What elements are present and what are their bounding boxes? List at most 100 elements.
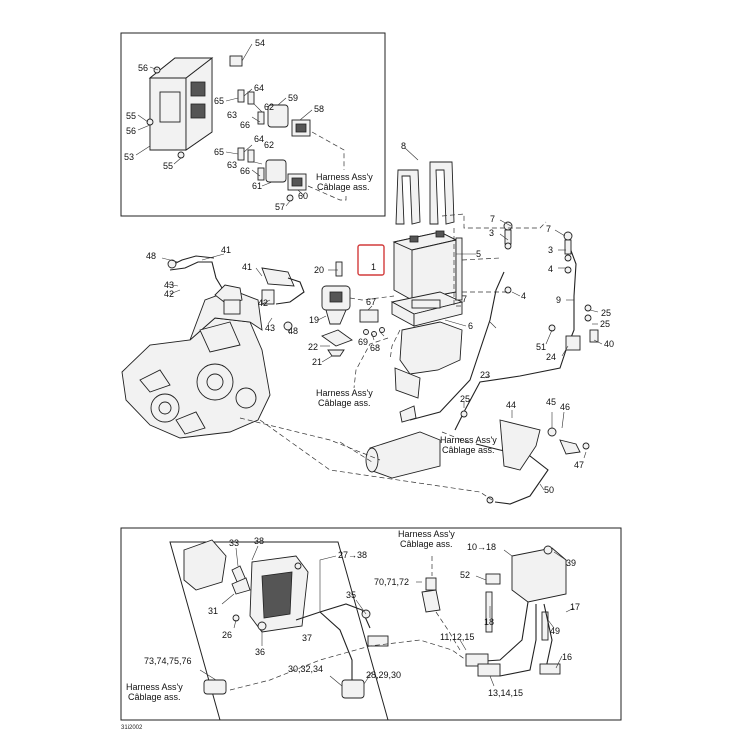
callout-51: 51 bbox=[536, 342, 546, 352]
callout-42-a: 42 bbox=[164, 289, 174, 299]
callout-70-71-72: 70,71,72 bbox=[374, 577, 409, 587]
callout-58: 58 bbox=[314, 104, 324, 114]
callout-68: 68 bbox=[370, 343, 380, 353]
callout-48-a: 48 bbox=[146, 251, 156, 261]
harness-note-5-fr: Câblage ass. bbox=[128, 692, 181, 702]
callout-53: 53 bbox=[124, 152, 134, 162]
callout-66-a: 66 bbox=[240, 120, 250, 130]
callout-21: 21 bbox=[312, 357, 322, 367]
callout-64-a: 64 bbox=[254, 83, 264, 93]
callout-17: 17 bbox=[570, 602, 580, 612]
harness-note-2-fr: Câblage ass. bbox=[318, 398, 371, 408]
callout-16: 16 bbox=[562, 652, 572, 662]
callout-3-a: 3 bbox=[489, 228, 494, 238]
callout-40: 40 bbox=[604, 339, 614, 349]
harness-note-4-en: Harness Ass'y bbox=[398, 529, 455, 539]
bottom-inset-parts bbox=[169, 539, 567, 721]
callout-63-b: 63 bbox=[227, 160, 237, 170]
callout-25-a: 25 bbox=[601, 308, 611, 318]
harness-note-1-en: Harness Ass'y bbox=[316, 172, 373, 182]
callout-65-b: 65 bbox=[214, 147, 224, 157]
callout-20: 20 bbox=[314, 265, 324, 275]
callout-9: 9 bbox=[556, 295, 561, 305]
ignition-coil-area bbox=[167, 259, 305, 331]
callout-37: 37 bbox=[302, 633, 312, 643]
callout-26: 26 bbox=[222, 630, 232, 640]
callout-33: 33 bbox=[229, 538, 239, 548]
harness-note-4-fr: Câblage ass. bbox=[400, 539, 453, 549]
battery-cables bbox=[409, 221, 599, 505]
harness-note-5-en: Harness Ass'y bbox=[126, 682, 183, 692]
callout-30-32-34: 30,32,34 bbox=[288, 664, 323, 674]
callout-31: 31 bbox=[208, 606, 218, 616]
callout-6: 6 bbox=[468, 321, 473, 331]
drawing-code: 31i2002 bbox=[121, 725, 143, 731]
callout-61: 61 bbox=[252, 181, 262, 191]
callout-4-a: 4 bbox=[521, 291, 526, 301]
callout-18: 18 bbox=[484, 617, 494, 627]
callout-65-a: 65 bbox=[214, 96, 224, 106]
harness-note-3-en: Harness Ass'y bbox=[440, 435, 497, 445]
callout-24: 24 bbox=[546, 352, 556, 362]
callout-41-b: 41 bbox=[242, 262, 252, 272]
harness-note-1-fr: Câblage ass. bbox=[317, 182, 370, 192]
starter-motor bbox=[365, 405, 590, 504]
callout-38: 38 bbox=[254, 536, 264, 546]
fuse-box-inset-frame bbox=[120, 32, 386, 217]
engine-assembly bbox=[121, 255, 271, 439]
callout-7-bolt: 7 bbox=[490, 214, 495, 224]
callout-42-b: 42 bbox=[258, 298, 268, 308]
callout-28-29-30: 28,29,30 bbox=[366, 670, 401, 680]
callout-50: 50 bbox=[544, 485, 554, 495]
callout-60: 60 bbox=[298, 191, 308, 201]
callout-4-b: 4 bbox=[548, 264, 553, 274]
callout-27-38: 27→38 bbox=[338, 550, 367, 560]
callout-66-b: 66 bbox=[240, 166, 250, 176]
fuse-box-assembly bbox=[146, 55, 311, 202]
callout-23: 23 bbox=[480, 370, 490, 380]
callout-57: 57 bbox=[275, 202, 285, 212]
callout-11-12-15: 11,12,15 bbox=[440, 632, 474, 642]
callout-48-b: 48 bbox=[288, 326, 298, 336]
callout-35: 35 bbox=[346, 590, 356, 600]
middle-dashed-guides bbox=[239, 213, 547, 501]
callout-69: 69 bbox=[358, 337, 368, 347]
callout-62-b: 62 bbox=[264, 140, 274, 150]
callout-45: 45 bbox=[546, 397, 556, 407]
callout-67: 67 bbox=[366, 297, 376, 307]
middle-leaders bbox=[161, 147, 603, 491]
callout-49: 49 bbox=[550, 626, 560, 636]
callout-3-b: 3 bbox=[548, 245, 553, 255]
callout-13-14-15: 13,14,15 bbox=[488, 688, 523, 698]
callout-59: 59 bbox=[288, 93, 298, 103]
highlight-part-1[interactable] bbox=[357, 244, 385, 276]
callout-36: 36 bbox=[255, 647, 265, 657]
callout-47: 47 bbox=[574, 460, 584, 470]
callout-44: 44 bbox=[506, 400, 516, 410]
battery-area bbox=[390, 161, 464, 399]
callout-7-right: 7 bbox=[546, 224, 551, 234]
callout-8: 8 bbox=[401, 141, 406, 151]
callout-62-a: 62 bbox=[264, 102, 274, 112]
callout-46: 46 bbox=[560, 402, 570, 412]
callout-22: 22 bbox=[308, 342, 318, 352]
callout-10-18: 10→18 bbox=[467, 542, 496, 552]
callout-5: 5 bbox=[476, 249, 481, 259]
relay-assembly bbox=[321, 261, 385, 357]
callout-56-b: 56 bbox=[126, 126, 136, 136]
callout-25-c: 25 bbox=[460, 394, 470, 404]
callout-1: 1 bbox=[371, 262, 376, 272]
callout-56-a: 56 bbox=[138, 63, 148, 73]
callout-25-b: 25 bbox=[600, 319, 610, 329]
callout-64-b: 64 bbox=[254, 134, 264, 144]
callout-19: 19 bbox=[309, 315, 319, 325]
callout-39: 39 bbox=[566, 558, 576, 568]
callout-43-a: 43 bbox=[164, 280, 174, 290]
bottom-leaders bbox=[199, 545, 575, 687]
callout-7: 7 bbox=[462, 294, 467, 304]
harness-note-3-fr: Câblage ass. bbox=[442, 445, 495, 455]
callout-54: 54 bbox=[255, 38, 265, 48]
callout-55-b: 55 bbox=[163, 161, 173, 171]
